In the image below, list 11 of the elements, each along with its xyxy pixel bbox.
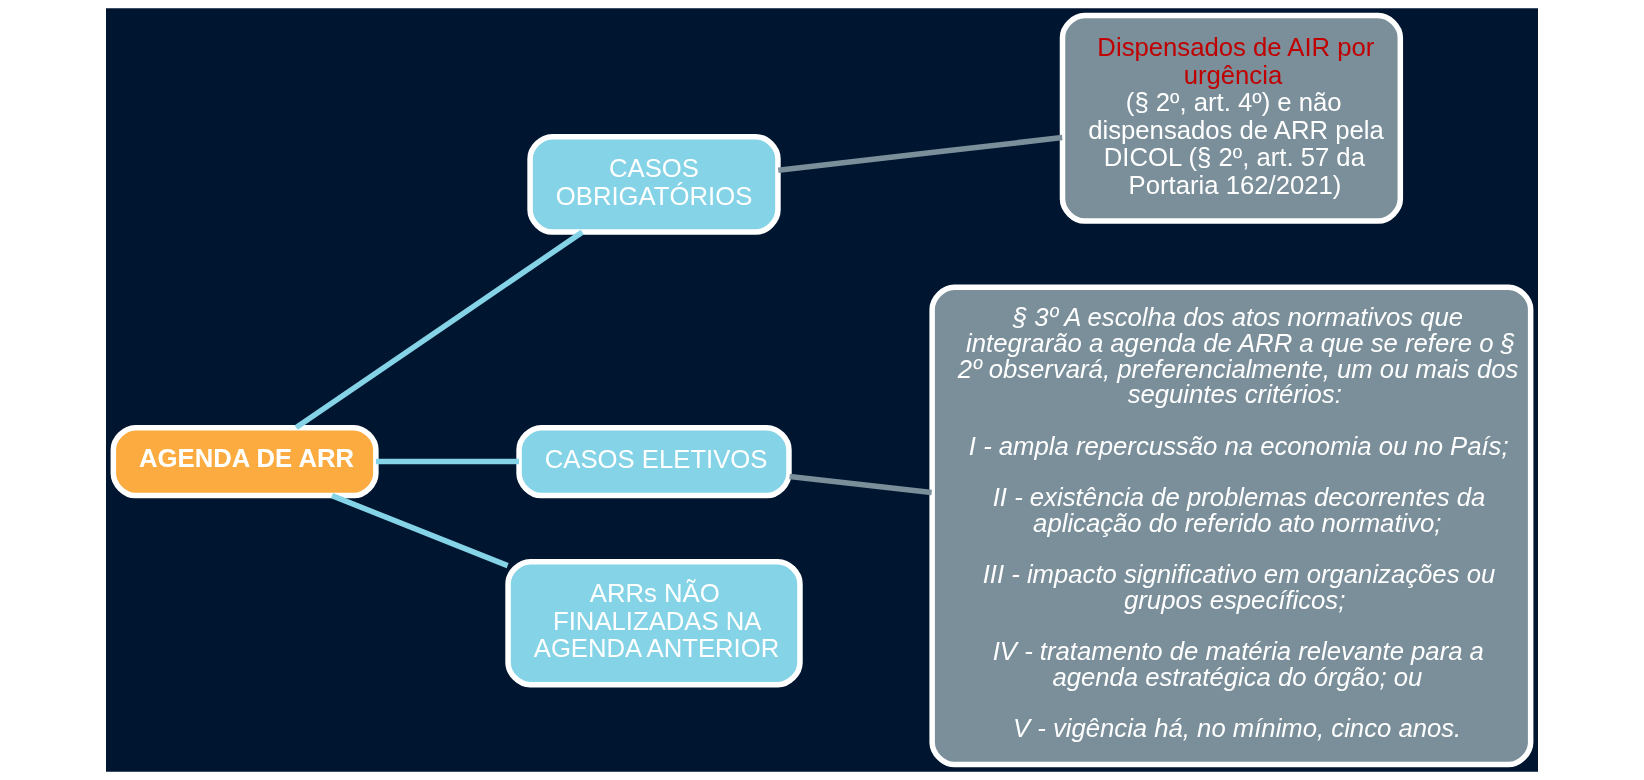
connector (777, 134, 1063, 173)
node-box: Dispensados de AIR por urgência (§ 2º, art. 4º) e não dispensados de ARR pela DICOL (§ 2º, art. 57 da Portaria 162/2021) (1059, 12, 1404, 224)
connector (375, 458, 520, 465)
connector (294, 229, 584, 430)
node-box: CASOS OBRIGATÓRIOS (527, 133, 781, 235)
node-box: ARRs NÃO FINALIZADAS NA AGENDA ANTERIOR (505, 558, 803, 688)
connector (789, 473, 932, 496)
node-box: CASOS ELETIVOS (516, 424, 792, 499)
connector (330, 493, 509, 569)
node-box: § 3º A escolha dos atos normativos que integrarão a agenda de ARR a que se refere o § 2º observará, preferencialmente, um ou mais dos seguintes critérios: I - ampla repercussão na economia ou no País; II - existência de problemas decorrentes da aplicação do referido ato normativo; III - impacto significativo em organizações ou grupos específicos; IV - tratamento de matéria relevante para a agenda estratégica do órgão; ou V - vigência há, no mínimo, cinco anos. (929, 284, 1534, 768)
node-box: AGENDA DE ARR (110, 424, 379, 499)
